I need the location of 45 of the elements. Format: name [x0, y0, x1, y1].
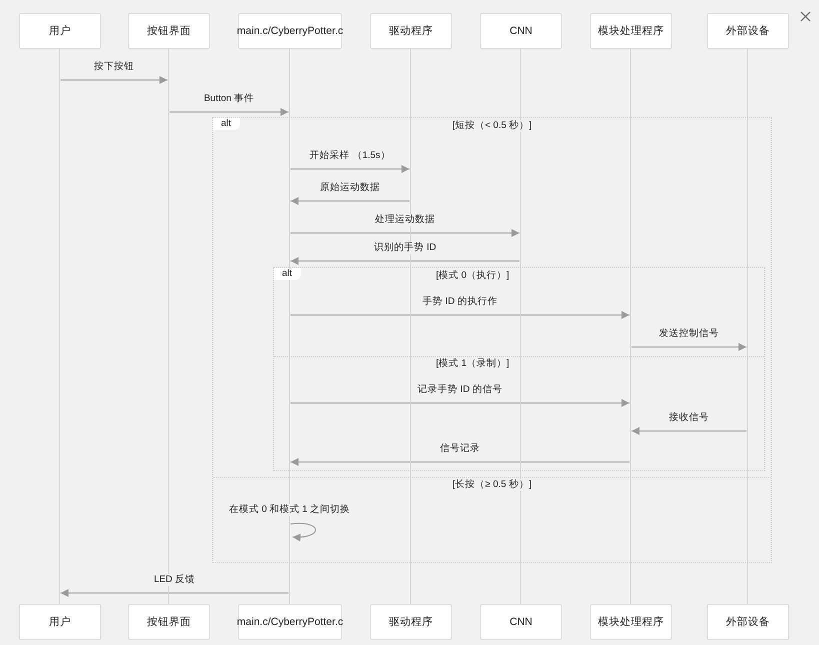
participant-box: 模块处理程序: [590, 13, 672, 49]
message-arrow: [60, 76, 168, 84]
message-label: 识别的手势 ID: [372, 242, 438, 254]
message-label: 接收信号: [668, 412, 710, 424]
frame-tag: alt: [213, 118, 240, 130]
message-label: 手势 ID 的执行作: [422, 296, 498, 308]
message-label: 原始运动数据: [319, 182, 381, 194]
participant-box: 用户: [19, 13, 101, 49]
guard-condition: [模式 1（录制）]: [436, 358, 510, 370]
message-arrow: [290, 229, 520, 237]
participant-box: 按钮界面: [128, 604, 210, 640]
participant-box: 驱动程序: [370, 604, 452, 640]
participant-box: 驱动程序: [370, 13, 452, 49]
participant-box: 按钮界面: [128, 13, 210, 49]
message-label: Button 事件: [202, 93, 256, 105]
message-label: 在模式 0 和模式 1 之间切换: [228, 504, 352, 516]
message-arrow: [290, 522, 316, 542]
participant-box: CNN: [480, 604, 562, 640]
message-label: LED 反馈: [152, 574, 196, 586]
message-arrow: [60, 589, 289, 597]
participant-box: CNN: [480, 13, 562, 49]
message-label: 处理运动数据: [374, 214, 436, 226]
frame-tag: alt: [274, 268, 302, 280]
guard-condition: [模式 0（执行）]: [436, 270, 510, 282]
message-arrow: [631, 427, 747, 435]
participant-box: main.c/CyberryPotter.c: [238, 13, 342, 49]
message-arrow: [631, 343, 747, 351]
message-arrow: [290, 458, 630, 466]
message-arrow: [290, 257, 520, 265]
participant-box: main.c/CyberryPotter.c: [238, 604, 342, 640]
message-label: 记录手势 ID 的信号: [416, 384, 504, 396]
message-label: 按下按钮: [93, 61, 135, 73]
message-arrow: [290, 197, 410, 205]
guard-condition: [长按（≥ 0.5 秒）]: [452, 479, 532, 491]
participant-box: 外部设备: [707, 604, 789, 640]
message-label: 发送控制信号: [658, 328, 720, 340]
participant-box: 用户: [19, 604, 101, 640]
participant-box: 模块处理程序: [590, 604, 672, 640]
message-arrow: [290, 399, 630, 407]
message-arrow: [290, 165, 410, 173]
message-arrow: [169, 108, 289, 116]
message-arrow: [290, 311, 630, 319]
participant-box: 外部设备: [707, 13, 789, 49]
message-label: 信号记录: [439, 443, 481, 455]
guard-condition: [短按（< 0.5 秒）]: [452, 120, 532, 132]
